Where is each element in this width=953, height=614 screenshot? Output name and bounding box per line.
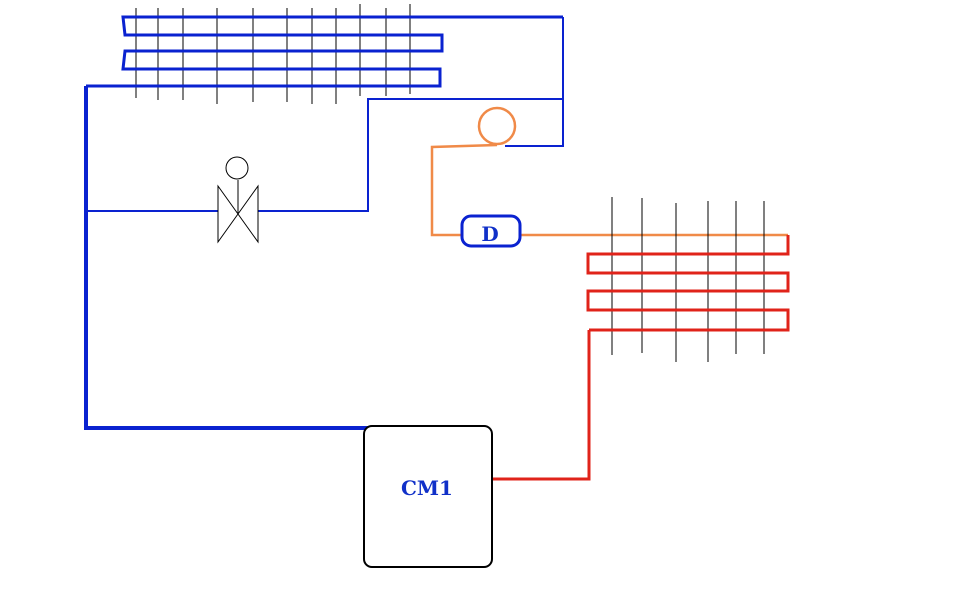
suction-line (84, 86, 372, 430)
filter-drier: D (460, 214, 522, 248)
compressor: CM1 (363, 425, 493, 568)
evaporator-fins (135, 4, 411, 104)
bypass-line (258, 98, 563, 212)
capillary-loop-icon (477, 106, 517, 146)
evaporator-coil (86, 15, 563, 88)
compressor-body (363, 425, 493, 568)
evaporator-feed-line (505, 17, 564, 147)
liquid-line-capillary (430, 143, 498, 237)
condenser-fins (611, 197, 765, 362)
discharge-line (493, 330, 591, 481)
drier-body (460, 214, 522, 248)
drier-label: D (481, 222, 498, 246)
compressor-label: CM1 (401, 476, 453, 500)
condenser-coil (586, 235, 790, 332)
solenoid-valve-icon (217, 156, 259, 244)
